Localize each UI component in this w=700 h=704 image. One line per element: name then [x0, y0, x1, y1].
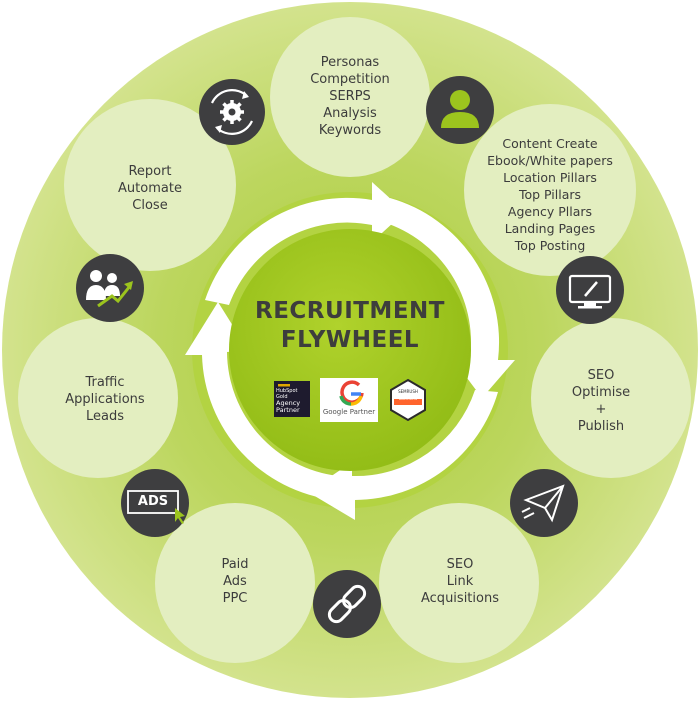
arrow-bottom — [308, 390, 498, 520]
title-line-2: FLYWHEEL — [280, 327, 420, 353]
report-text: Report Automate Close — [118, 164, 182, 213]
paid-text: Paid Ads PPC — [221, 557, 249, 606]
semrush-badge — [390, 378, 426, 422]
traffic-text: Traffic Applications Leads — [65, 375, 145, 424]
google-partner-badge — [320, 378, 378, 422]
flywheel-title: RECRUITMENT FLYWHEEL — [250, 297, 450, 355]
content-text: Content Create Ebook/White papers Locati… — [487, 136, 613, 253]
semrush-badge-text: SEMRUSH Diamond — [398, 389, 418, 401]
arrow-right — [383, 198, 515, 398]
seo-publish-circle — [531, 318, 691, 478]
seo-publish-text: SEO Optimise + Publish — [571, 368, 631, 434]
user-icon — [426, 76, 494, 144]
content-circle — [464, 104, 636, 276]
paid-circle — [155, 503, 315, 663]
traffic-circle — [18, 318, 178, 478]
cycle-arrows — [185, 182, 515, 520]
paper-plane-icon — [510, 469, 578, 537]
hubspot-badge-text: HubSpot Gold Agency Partner — [276, 388, 301, 414]
title-line-1: RECRUITMENT — [255, 298, 445, 324]
ads-click-icon — [121, 469, 189, 537]
google-partner-label: Google Partner — [322, 408, 376, 416]
report-circle — [64, 99, 236, 271]
hubspot-badge — [274, 381, 310, 417]
ads-icon-label: ADS — [137, 494, 169, 509]
arrow-top — [205, 182, 405, 305]
people-growth-icon — [76, 254, 144, 322]
seo-link-circle — [379, 503, 539, 663]
chain-link-icon — [313, 570, 381, 638]
research-circle — [270, 17, 430, 177]
gear-cycle-icon — [199, 79, 265, 145]
monitor-pen-icon — [556, 256, 624, 324]
arrow-left — [185, 302, 338, 500]
research-text: Personas Competition SERPS Analysis Keyw… — [310, 55, 390, 138]
seo-link-text: SEO Link Acquisitions — [421, 557, 499, 606]
